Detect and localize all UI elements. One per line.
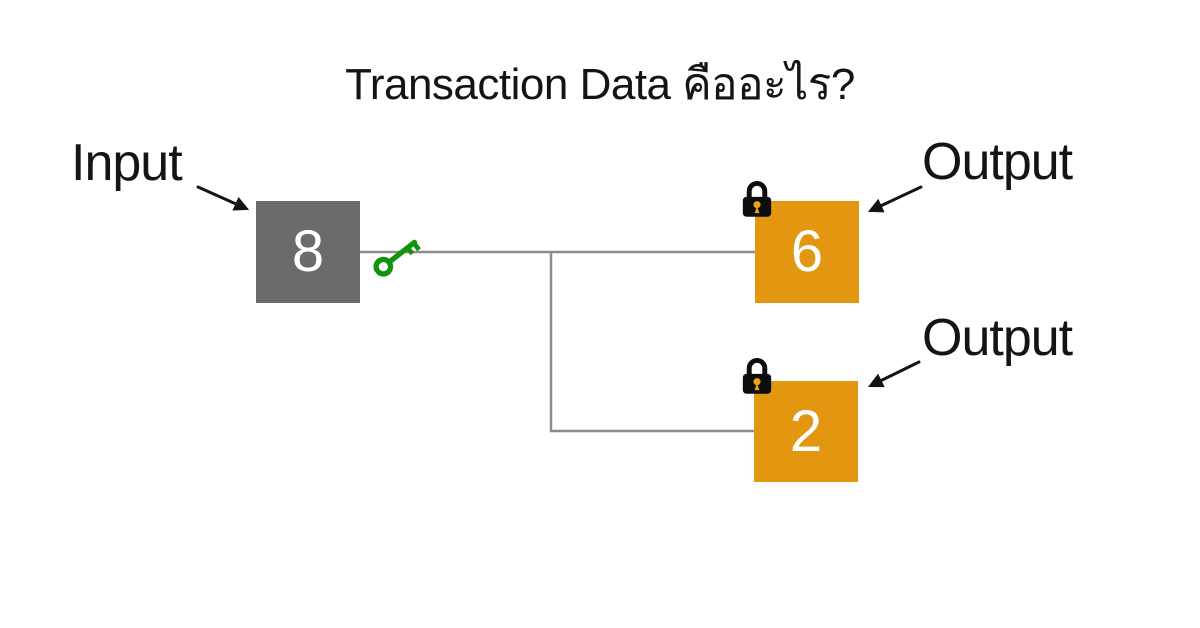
output-box-2: 2 — [754, 381, 858, 482]
lock-icon — [742, 181, 772, 217]
output-arrow-2-icon — [867, 360, 921, 388]
output-label-1: Output — [922, 133, 1073, 191]
page-title: Transaction Data คืออะไร? — [345, 60, 855, 109]
connector-branch-to-output2 — [549, 252, 756, 433]
lock-icon — [742, 358, 772, 394]
output-value-2: 2 — [789, 398, 823, 464]
input-box: 8 — [256, 201, 360, 303]
output-box-1: 6 — [755, 201, 859, 303]
key-icon — [373, 239, 421, 277]
output-arrow-1-icon — [867, 185, 923, 213]
output-value-1: 6 — [790, 219, 824, 284]
input-arrow-icon — [196, 185, 250, 211]
input-value: 8 — [291, 219, 325, 284]
output-label-2: Output — [922, 309, 1073, 367]
input-label: Input — [71, 134, 183, 192]
